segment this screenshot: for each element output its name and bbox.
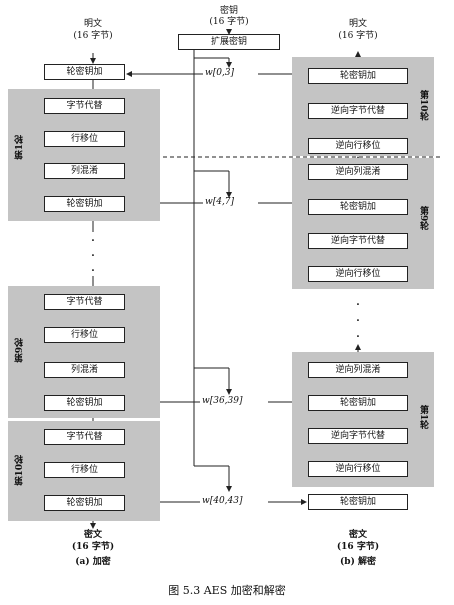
left-r10-add-round-key: 轮密钥加: [44, 495, 125, 511]
right-r9-inv-mix-columns: 逆向列混淆: [308, 164, 408, 180]
right-r10-inv-sub-bytes: 逆向字节代替: [308, 103, 408, 119]
left-r9-shift-rows: 行移位: [44, 327, 125, 343]
right-round1-label: 第1轮: [418, 405, 428, 430]
key-bytes-label: (16 字节): [209, 17, 249, 27]
word-w0-label: w[0,3]: [205, 68, 235, 78]
left-ciphertext-bytes: (16 字节): [71, 542, 115, 552]
right-ciphertext-bytes: (16 字节): [336, 542, 380, 552]
right-round9-label: 第9轮: [418, 206, 428, 231]
key-label: 密钥: [219, 6, 238, 16]
right-round10-label: 第10轮: [418, 90, 428, 121]
left-r1-shift-rows: 行移位: [44, 131, 125, 147]
left-dot-2: ·: [90, 248, 96, 264]
left-r9-sub-bytes: 字节代替: [44, 294, 125, 310]
right-dot-3: ·: [355, 329, 361, 345]
right-plaintext-bytes: (16 字节): [338, 31, 378, 41]
right-r1-add-round-key: 轮密钥加: [308, 395, 408, 411]
left-add-round-key-0: 轮密钥加: [44, 64, 125, 80]
left-round1-label: 第1轮: [15, 135, 25, 160]
figure-caption: 图 5.3 AES 加密和解密: [168, 584, 286, 597]
left-r1-add-round-key: 轮密钥加: [44, 196, 125, 212]
right-r1-inv-shift-rows: 逆向行移位: [308, 461, 408, 477]
left-plaintext-bytes: (16 字节): [73, 31, 113, 41]
right-ciphertext-label: 密文: [348, 530, 367, 540]
right-r10-inv-shift-rows: 逆向行移位: [308, 138, 408, 154]
left-r10-sub-bytes: 字节代替: [44, 429, 125, 445]
left-r10-shift-rows: 行移位: [44, 462, 125, 478]
word-w1-label: w[4,7]: [205, 197, 235, 207]
right-r9-inv-sub-bytes: 逆向字节代替: [308, 233, 408, 249]
right-r1-inv-mix-columns: 逆向列混淆: [308, 362, 408, 378]
right-dot-2: ·: [355, 313, 361, 329]
right-r10-add-round-key: 轮密钥加: [308, 68, 408, 84]
right-r9-add-round-key: 轮密钥加: [308, 199, 408, 215]
right-r1-inv-sub-bytes: 逆向字节代替: [308, 428, 408, 444]
left-plaintext-label: 明文: [83, 19, 102, 29]
left-ciphertext-label: 密文: [83, 530, 102, 540]
right-r9-inv-shift-rows: 逆向行移位: [308, 266, 408, 282]
word-w9-label: w[36,39]: [202, 396, 243, 406]
right-plaintext-label: 明文: [348, 19, 367, 29]
right-dot-1: ·: [355, 297, 361, 313]
left-r9-add-round-key: 轮密钥加: [44, 395, 125, 411]
left-round9-label: 第9轮: [15, 338, 25, 363]
left-dot-3: ·: [90, 263, 96, 279]
left-round10-label: 第10轮: [15, 455, 25, 486]
word-w10-label: w[40,43]: [202, 496, 243, 506]
left-subcaption: (a) 加密: [75, 557, 111, 567]
right-subcaption: (b) 解密: [340, 557, 376, 567]
right-add-round-key-final: 轮密钥加: [308, 494, 408, 510]
left-r9-mix-columns: 列混淆: [44, 362, 125, 378]
left-r1-sub-bytes: 字节代替: [44, 98, 125, 114]
left-dot-1: ·: [90, 233, 96, 249]
left-r1-mix-columns: 列混淆: [44, 163, 125, 179]
expand-key-box: 扩展密钥: [178, 34, 280, 50]
